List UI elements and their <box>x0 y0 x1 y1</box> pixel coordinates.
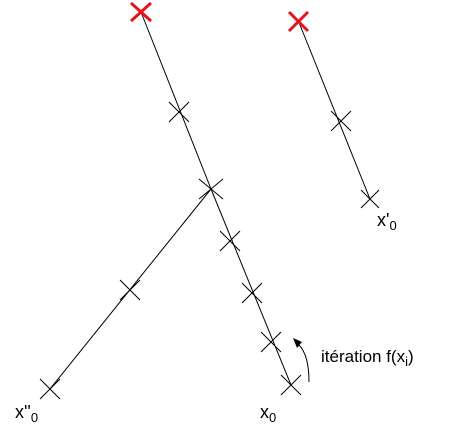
iteration-arrow-icon <box>293 338 310 383</box>
iterate-marker-icon <box>198 178 224 200</box>
iterate-markers <box>39 101 380 400</box>
iterate-marker-icon <box>330 110 352 132</box>
iteration-arrow-head <box>293 338 302 348</box>
label-x-prime-0: x'0 <box>377 210 397 233</box>
label-x-double-prime-0: x''0 <box>15 402 38 425</box>
iterate-marker-icon <box>219 230 241 252</box>
trajectory-x0 <box>140 11 292 386</box>
iterate-marker-icon <box>280 374 302 396</box>
label-iteration: itération f(xi) <box>321 347 414 369</box>
trajectory-x-prime-0-line <box>297 19 371 200</box>
iterate-marker-icon <box>260 331 282 353</box>
fixed-points <box>129 1 310 33</box>
trajectory-x0-line-upper <box>140 11 212 190</box>
iterate-marker-icon <box>168 101 190 123</box>
fixed-point-secondary-icon <box>287 10 310 33</box>
label-x0: x0 <box>260 402 276 425</box>
fixed-point-main-icon <box>129 1 153 23</box>
trajectory-x-prime-0 <box>297 19 371 200</box>
iterate-marker-icon <box>241 282 263 304</box>
trajectory-x0-line-lower <box>210 188 292 386</box>
iterate-marker-icon <box>119 279 141 301</box>
iterate-marker-icon <box>39 378 61 400</box>
iterate-marker-icon <box>360 189 380 209</box>
iteration-arrow-curve <box>297 343 310 383</box>
